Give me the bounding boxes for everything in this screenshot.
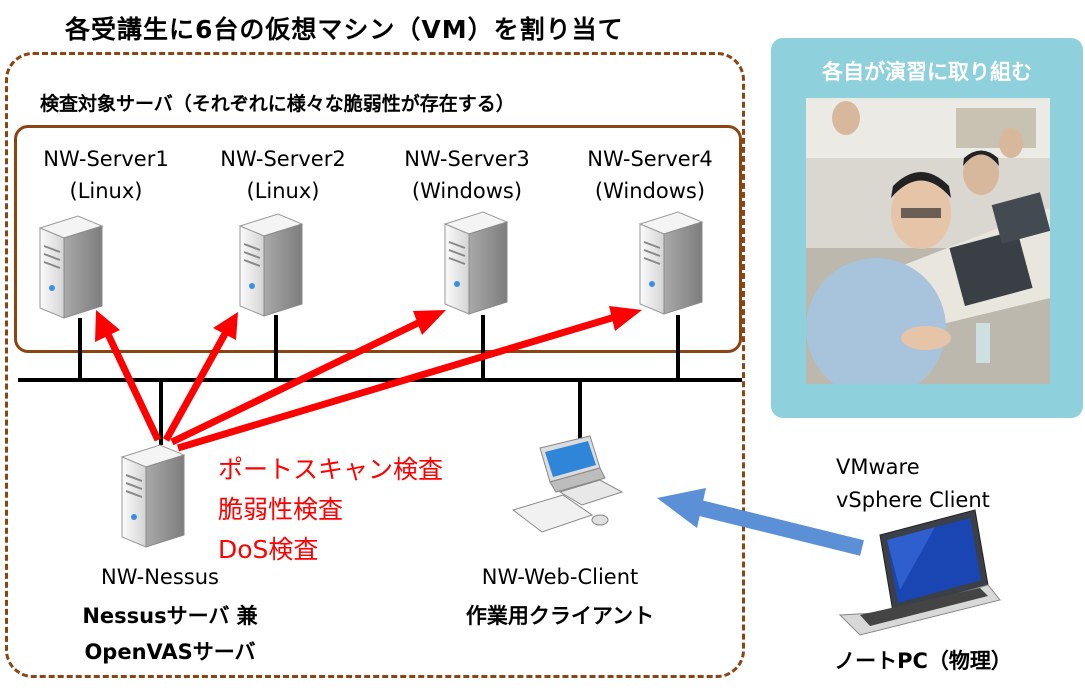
server-icon-3 bbox=[444, 211, 508, 315]
nessus-role-line2: OpenVASサーバ bbox=[84, 640, 256, 664]
server-name: NW-Server2 bbox=[220, 147, 346, 171]
scan-arrowhead-server4 bbox=[609, 306, 642, 331]
server-os: (Windows) bbox=[594, 179, 706, 203]
scan-arrow-server1 bbox=[102, 328, 162, 442]
server-name: NW-Server1 bbox=[43, 147, 169, 171]
server-icon-2 bbox=[239, 213, 303, 317]
laptop-label: ノートPC（物理） bbox=[834, 649, 1012, 673]
server-label-4: NW-Server4 (Windows) bbox=[560, 143, 740, 207]
target-servers-heading: 検査対象サーバ（それぞれに様々な脆弱性が存在する） bbox=[40, 93, 515, 115]
web-client-role: 作業用クライアント bbox=[465, 604, 655, 628]
target-servers-group bbox=[14, 125, 742, 353]
scan-label-dos: DoS検査 bbox=[218, 535, 319, 564]
nessus-role-line1: Nessusサーバ 兼 bbox=[82, 604, 258, 628]
vmware-label-line1: VMware bbox=[836, 455, 920, 479]
photo-panel-title: 各自が演習に取り組む bbox=[822, 60, 1032, 84]
workstation-icon bbox=[511, 435, 624, 533]
server-os: (Linux) bbox=[69, 179, 143, 203]
scan-arrow-server3 bbox=[170, 318, 422, 446]
server-os: (Linux) bbox=[246, 179, 320, 203]
server-label-3: NW-Server3 (Windows) bbox=[377, 143, 557, 207]
diagram-title: 各受講生に6台の仮想マシン（VM）を割り当て bbox=[65, 15, 624, 44]
nessus-server-icon bbox=[121, 444, 185, 548]
server-icon-1 bbox=[39, 215, 103, 319]
server-name: NW-Server4 bbox=[587, 147, 713, 171]
classroom-photo bbox=[806, 98, 1050, 384]
scan-label-port: ポートスキャン検査 bbox=[218, 455, 444, 484]
web-client-name: NW-Web-Client bbox=[481, 565, 639, 589]
server-icon-4 bbox=[639, 211, 703, 315]
scan-arrow-server4 bbox=[176, 313, 617, 452]
server-os: (Windows) bbox=[411, 179, 523, 203]
server-label-2: NW-Server2 (Linux) bbox=[193, 143, 373, 207]
scan-arrows bbox=[95, 306, 642, 452]
scan-arrowhead-server3 bbox=[413, 310, 446, 335]
server-label-1: NW-Server1 (Linux) bbox=[16, 143, 196, 207]
nessus-name: NW-Nessus bbox=[101, 565, 219, 589]
laptop-icon bbox=[838, 509, 1001, 636]
scan-arrowhead-server2 bbox=[213, 312, 238, 340]
scan-label-vuln: 脆弱性検査 bbox=[218, 495, 344, 524]
scan-arrowhead-server1 bbox=[95, 310, 120, 342]
vmware-label-line2: vSphere Client bbox=[836, 488, 990, 512]
server-name: NW-Server3 bbox=[404, 147, 530, 171]
vm-allocation-boundary bbox=[5, 52, 745, 678]
scan-arrow-server2 bbox=[162, 330, 230, 442]
remote-access-arrow bbox=[657, 488, 864, 556]
